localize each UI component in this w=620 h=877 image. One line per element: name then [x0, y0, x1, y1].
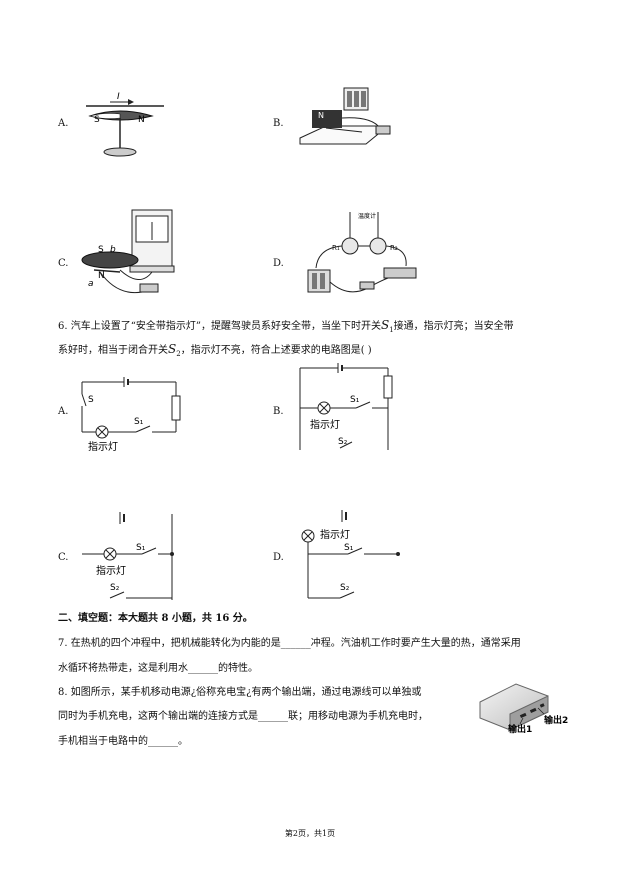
label-n: N	[98, 271, 105, 281]
switch-s: S	[88, 395, 94, 405]
switch-s1: S₁	[344, 543, 354, 553]
pole-s: S	[94, 115, 100, 125]
switch-s1: S₁	[134, 417, 144, 427]
current-label: I	[117, 92, 120, 102]
section-heading: 二、填空题：本大题共 8 小题，共 16 分。	[58, 613, 253, 624]
out1-label: 输出1	[508, 723, 532, 735]
label-a: a	[88, 279, 94, 289]
lamp-label: 指示灯	[96, 564, 126, 577]
switch-s1: S₁	[136, 543, 146, 553]
q6-circuit-b: S₁ 指示灯 S₂	[299, 363, 393, 450]
q6-option-d-label: D.	[273, 552, 284, 563]
q6-circuit-a: S S₁ 指示灯	[81, 377, 181, 453]
out2-label: 输出2	[544, 714, 568, 726]
pole-n: N	[318, 111, 324, 120]
q8-line-1: 8. 如图所示，某手机移动电源¿俗称充电宝¿有两个输出端，通过电源线可以单独或	[58, 687, 422, 698]
q6-circuit-d: 指示灯 S₁ S₂	[301, 510, 400, 599]
r2-label: R₂	[390, 244, 398, 252]
switch-s1: S₁	[350, 395, 360, 405]
lamp-label: 指示灯	[310, 418, 340, 431]
label-s: S	[98, 245, 104, 255]
q7-line-1: 7. 在热机的四个冲程中，把机械能转化为内能的是______冲程。汽油机工作时要…	[58, 638, 521, 649]
q6-option-b-label: B.	[273, 406, 284, 417]
q5-option-b-label: B.	[273, 118, 284, 129]
q6-line-1: 6. 汽车上设置了“安全带指示灯”，提醒驾驶员系好安全带，当坐下时开关S1接通，…	[58, 318, 514, 334]
page-footer: 第2页，共1页	[284, 829, 336, 838]
q5-figure-d-heating-circuit: 温度计 R₁ R₂	[307, 212, 417, 293]
lamp-label: 指示灯	[320, 528, 350, 541]
q8-power-bank-figure: 输出2 输出1	[479, 683, 568, 735]
label-b: b	[110, 245, 116, 255]
q6-option-a-label: A.	[58, 406, 69, 417]
pole-n: N	[138, 115, 145, 125]
switch-s2: S₂	[110, 583, 120, 593]
q8-line-2: 同时为手机充电，这两个输出端的连接方式是______联；用移动电源为手机充电时，	[58, 711, 428, 722]
q6-circuit-c: S₁ 指示灯 S₂	[82, 512, 174, 600]
q8-line-3: 手机相当于电路中的______。	[58, 736, 188, 747]
q7-line-2: 水循环将热带走，这是利用水______的特性。	[58, 663, 258, 674]
switch-s2: S₂	[338, 437, 348, 447]
q5-option-d-label: D.	[273, 258, 284, 269]
q5-option-c-label: C.	[58, 258, 69, 269]
q5-figure-c-galvanometer: S b a N	[81, 209, 175, 294]
r1-label: R₁	[332, 244, 340, 252]
lamp-label: 指示灯	[88, 440, 118, 453]
q6-line-2: 系好时，相当于闭合开关S2，指示灯不亮，符合上述要求的电路图是( )	[58, 342, 372, 358]
q6-option-c-label: C.	[58, 552, 69, 563]
switch-s2: S₂	[340, 583, 350, 593]
q5-figure-b-motor: N	[299, 87, 391, 145]
q5-option-a-label: A.	[58, 118, 69, 129]
q5-figure-a-compass-wire: I S N	[86, 92, 164, 157]
thermometer-label: 温度计	[358, 212, 376, 220]
